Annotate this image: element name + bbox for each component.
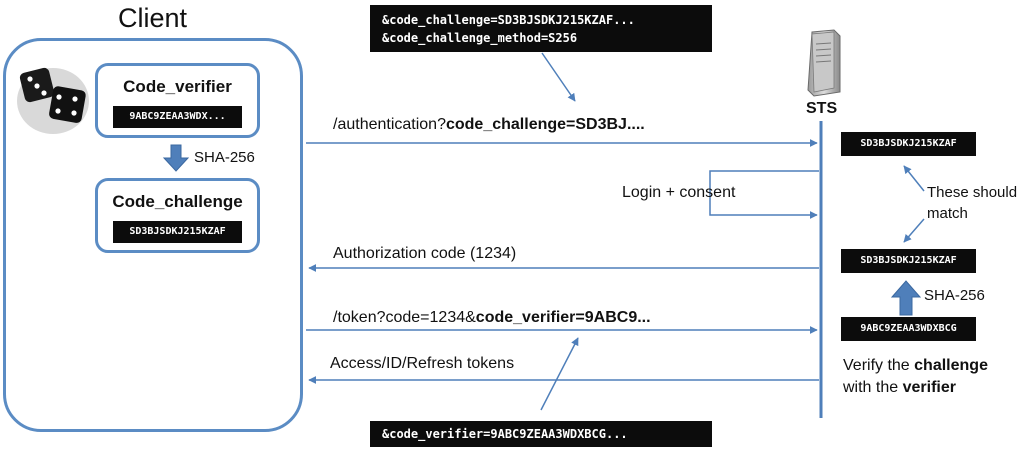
auth-request-challenge: code_challenge=SD3BJ.... bbox=[445, 116, 645, 133]
code-challenge-box: Code_challenge SD3BJSDKJ215KZAF bbox=[95, 178, 260, 253]
verify-text-part: with the bbox=[843, 379, 903, 396]
login-consent-label: Login + consent bbox=[622, 184, 736, 201]
auth-request-label: /authentication?code_challenge=SD3BJ.... bbox=[333, 115, 645, 135]
challenge-method-line: &code_challenge_method=S256 bbox=[382, 30, 578, 45]
challenge-param-line: &code_challenge=SD3BJSDKJ215KZAF... bbox=[382, 12, 635, 27]
bottom-snippet-pointer bbox=[540, 337, 579, 411]
match-note-line1: These should bbox=[927, 184, 1018, 201]
token-request-path: /token?code=1234& bbox=[333, 309, 476, 326]
client-hash-label: SHA-256 bbox=[194, 149, 255, 166]
verifier-param-snippet: &code_verifier=9ABC9ZEAA3WDXBCG... bbox=[370, 421, 712, 447]
match-arrow-up bbox=[903, 165, 925, 192]
auth-request-path: /authentication? bbox=[333, 116, 446, 133]
challenge-params-snippet: &code_challenge=SD3BJSDKJ215KZAF... &cod… bbox=[370, 5, 712, 52]
client-hash-arrow bbox=[162, 144, 190, 172]
dice-icon bbox=[17, 67, 89, 134]
authorization-code-label: Authorization code (1234) bbox=[333, 245, 517, 262]
client-title: Client bbox=[118, 3, 188, 33]
verify-text-verifier: verifier bbox=[902, 379, 956, 396]
code-verifier-box: Code_verifier 9ABC9ZEAA3WDX... bbox=[95, 63, 260, 138]
token-request-verifier: code_verifier=9ABC9... bbox=[475, 309, 651, 326]
verify-text-part: Verify the bbox=[843, 357, 915, 374]
sts-label: STS bbox=[806, 100, 838, 117]
received-verifier-value: 9ABC9ZEAA3WDXBCG bbox=[841, 317, 976, 341]
top-snippet-pointer bbox=[541, 52, 576, 102]
match-arrow-down bbox=[903, 218, 925, 243]
code-verifier-label: Code_verifier bbox=[123, 77, 232, 96]
computed-challenge-value: SD3BJSDKJ215KZAF bbox=[841, 249, 976, 273]
server-hash-label: SHA-256 bbox=[924, 287, 985, 304]
client-container bbox=[3, 38, 303, 432]
code-verifier-value: 9ABC9ZEAA3WDX... bbox=[113, 106, 242, 128]
verify-text-line1: Verify the challenge bbox=[843, 356, 988, 376]
server-hash-arrow bbox=[890, 280, 922, 316]
code-challenge-value: SD3BJSDKJ215KZAF bbox=[113, 221, 242, 243]
verify-text-line2: with the verifier bbox=[843, 378, 956, 398]
token-request-label: /token?code=1234&code_verifier=9ABC9... bbox=[333, 308, 651, 328]
tokens-response-label: Access/ID/Refresh tokens bbox=[330, 355, 515, 372]
match-note-line2: match bbox=[927, 205, 968, 222]
server-icon bbox=[807, 29, 841, 97]
login-consent-bracket bbox=[709, 170, 819, 219]
stored-challenge-value: SD3BJSDKJ215KZAF bbox=[841, 132, 976, 156]
verify-text-challenge: challenge bbox=[914, 357, 988, 374]
code-challenge-label: Code_challenge bbox=[112, 192, 243, 211]
